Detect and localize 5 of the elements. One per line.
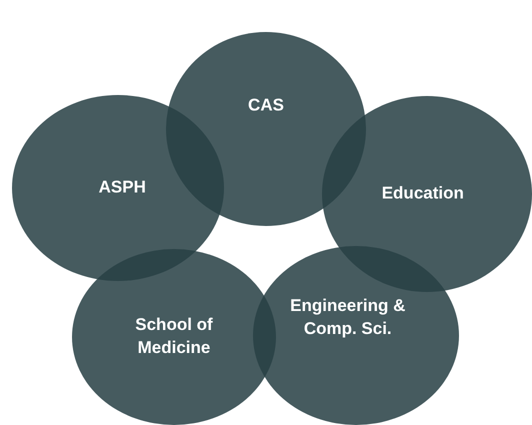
node-label: ASPH xyxy=(98,176,146,199)
node-label: CAS xyxy=(248,94,284,116)
node-label: School of Medicine xyxy=(134,314,214,359)
node-label: Engineering & Comp. Sci. xyxy=(289,294,406,340)
node-label: Education xyxy=(382,182,464,205)
